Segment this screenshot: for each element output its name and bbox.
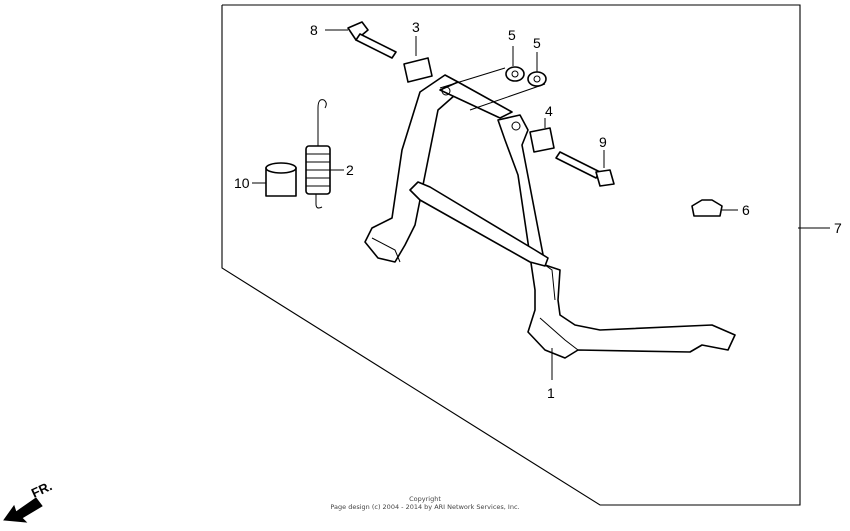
bolt-8-part[interactable] [347, 21, 397, 59]
callout-5a: 5 [508, 27, 516, 43]
collar-3-part[interactable] [403, 57, 433, 83]
nut-5a-part[interactable] [505, 66, 525, 82]
collar-part[interactable] [265, 162, 297, 197]
callout-7: 7 [834, 220, 842, 236]
callout-5b: 5 [533, 35, 541, 51]
callout-1: 1 [547, 385, 555, 401]
nut-5b-part[interactable] [527, 71, 547, 87]
nut-6-part[interactable] [691, 199, 723, 217]
copyright-line-2: Page design (c) 2004 - 2014 by ARI Netwo… [330, 503, 519, 511]
callout-6: 6 [742, 202, 750, 218]
callout-8: 8 [310, 22, 318, 38]
copyright-line-1: Copyright [409, 495, 441, 503]
leader-lines [252, 29, 830, 380]
callout-3: 3 [412, 19, 420, 35]
direction-indicator: FR. [3, 478, 54, 523]
spring-part[interactable] [305, 99, 331, 209]
main-stand-part[interactable] [364, 74, 736, 359]
bolt-9-part[interactable] [555, 151, 615, 187]
direction-label: FR. [29, 478, 54, 500]
assembly-frame [221, 4, 801, 506]
collar-4-part[interactable] [529, 127, 555, 153]
callout-10: 10 [234, 175, 250, 191]
callout-4: 4 [545, 103, 553, 119]
arrow-down-left-icon [3, 497, 43, 523]
callout-2: 2 [346, 162, 354, 178]
callout-9: 9 [599, 134, 607, 150]
